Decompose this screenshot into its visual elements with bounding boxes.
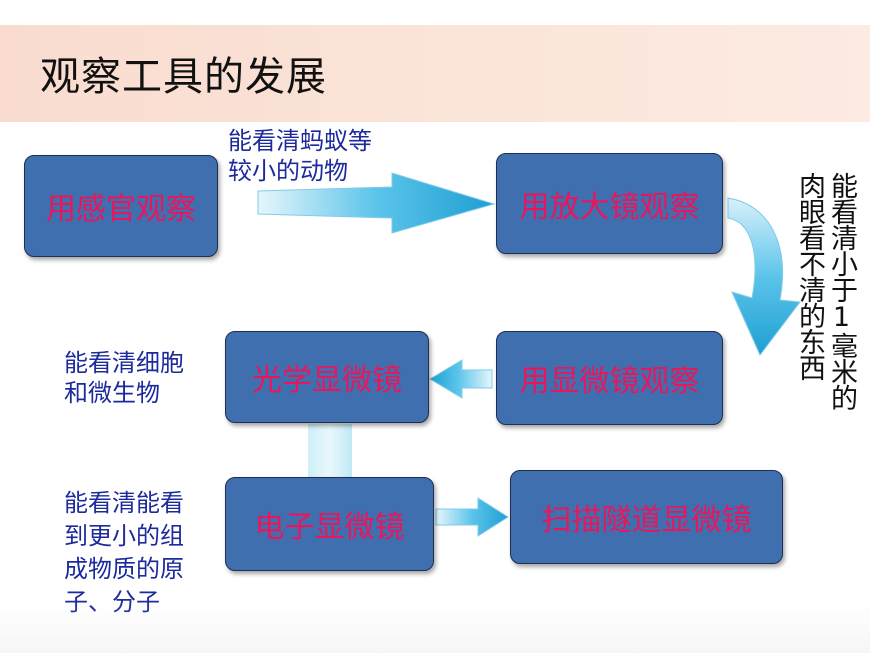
title-band — [0, 25, 870, 122]
box-microscope-observation: 用显微镜观察 — [496, 331, 723, 425]
note-atoms-line-3: 成物质的原 — [64, 555, 184, 583]
arrow-senses-to-magnifier — [257, 172, 496, 234]
box-optical-microscope: 光学显微镜 — [225, 331, 429, 423]
box-electron-microscope: 电子显微镜 — [225, 477, 434, 571]
note-cells-line-2: 和微生物 — [64, 379, 160, 407]
footer-fade — [0, 600, 870, 653]
note-cells: 能看清细胞 和微生物 — [64, 348, 184, 408]
connector-optical-to-electron — [308, 424, 352, 480]
note-one-mm-col2: 肉眼看不清的东西 — [794, 172, 825, 380]
note-atoms-line-4: 子、分子 — [64, 586, 184, 619]
arrow-microscope-to-optical — [429, 359, 493, 399]
note-cells-line-1: 能看清细胞 — [64, 349, 184, 377]
arrow-magnifier-to-microscope — [727, 197, 801, 356]
note-ants-line-1: 能看清蚂蚁等 — [228, 127, 372, 155]
note-ants: 能看清蚂蚁等 较小的动物 — [228, 126, 372, 186]
note-atoms: 能看清能看 到更小的组 成物质的原 子、分子 — [64, 487, 184, 619]
arrow-electron-to-stm — [435, 497, 509, 537]
box-sense-observation: 用感官观察 — [24, 155, 218, 257]
note-one-mm-col1: 能看清小于1毫米的 — [826, 172, 857, 410]
note-atoms-line-1: 能看清能看 — [64, 489, 184, 517]
page-title: 观察工具的发展 — [40, 54, 327, 100]
note-atoms-line-2: 到更小的组 — [64, 522, 184, 550]
box-scanning-tunneling-microscope: 扫描隧道显微镜 — [510, 470, 783, 564]
box-magnifier-observation: 用放大镜观察 — [496, 153, 723, 254]
note-ants-line-2: 较小的动物 — [228, 157, 348, 185]
